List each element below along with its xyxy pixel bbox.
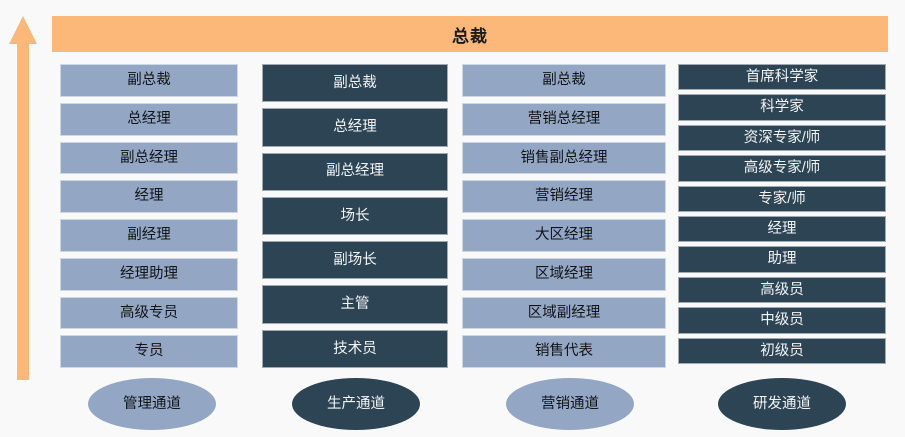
rank-label: 经理 bbox=[767, 220, 797, 237]
career-column-marketing: 副总裁营销总经理销售副总经理营销经理大区经理区域经理区域副经理销售代表 bbox=[462, 64, 666, 368]
rank-box[interactable]: 技术员 bbox=[262, 329, 448, 368]
career-column-research: 首席科学家科学家资深专家/师高级专家/师专家/师经理助理高级员中级员初级员 bbox=[678, 64, 886, 368]
rank-label: 总经理 bbox=[333, 119, 377, 136]
rank-label: 高级员 bbox=[760, 281, 804, 298]
rank-label: 营销经理 bbox=[535, 188, 593, 205]
channel-ellipse-marketing: 营销通道 bbox=[506, 378, 634, 430]
rank-box[interactable]: 高级专员 bbox=[60, 296, 238, 330]
rank-box[interactable]: 总经理 bbox=[262, 108, 448, 147]
rank-box[interactable]: 副经理 bbox=[60, 219, 238, 252]
rank-label: 科学家 bbox=[760, 99, 804, 116]
rank-box[interactable]: 专员 bbox=[60, 335, 238, 368]
rank-label: 副总裁 bbox=[542, 72, 586, 89]
rank-box[interactable]: 区域经理 bbox=[462, 257, 666, 291]
channel-ellipse-research: 研发通道 bbox=[718, 378, 846, 430]
rank-box[interactable]: 副总裁 bbox=[462, 64, 666, 97]
rank-label: 副总经理 bbox=[120, 149, 178, 166]
rank-label: 首席科学家 bbox=[745, 68, 819, 85]
rank-box[interactable]: 副总裁 bbox=[262, 64, 448, 103]
channel-ellipse-management: 管理通道 bbox=[88, 378, 216, 430]
channel-label: 管理通道 bbox=[123, 395, 181, 412]
rank-box[interactable]: 高级员 bbox=[678, 276, 886, 304]
rank-box[interactable]: 销售代表 bbox=[462, 335, 666, 368]
rank-label: 高级专家/师 bbox=[743, 160, 821, 177]
rank-label: 副总经理 bbox=[326, 163, 384, 180]
rank-box[interactable]: 初级员 bbox=[678, 337, 886, 365]
rank-box[interactable]: 助理 bbox=[678, 246, 886, 273]
rank-box[interactable]: 副总裁 bbox=[60, 64, 238, 97]
rank-label: 销售副总经理 bbox=[520, 149, 608, 166]
channel-ellipse-production: 生产通道 bbox=[292, 378, 420, 430]
channel-label: 生产通道 bbox=[327, 395, 385, 412]
rank-label: 专家/师 bbox=[758, 190, 806, 207]
rank-box[interactable]: 区域副经理 bbox=[462, 296, 666, 330]
rank-label: 经理助理 bbox=[120, 265, 178, 282]
rank-label: 经理 bbox=[134, 188, 164, 205]
rank-label: 大区经理 bbox=[535, 227, 593, 244]
rank-box[interactable]: 总经理 bbox=[60, 102, 238, 136]
rank-label: 销售代表 bbox=[535, 343, 593, 360]
rank-box[interactable]: 首席科学家 bbox=[678, 64, 886, 91]
rank-box[interactable]: 专家/师 bbox=[678, 185, 886, 213]
rank-label: 主管 bbox=[340, 296, 370, 313]
career-column-management: 副总裁总经理副总经理经理副经理经理助理高级专员专员 bbox=[60, 64, 238, 368]
rank-label: 区域经理 bbox=[535, 265, 593, 282]
rank-box[interactable]: 大区经理 bbox=[462, 219, 666, 252]
rank-label: 助理 bbox=[767, 251, 797, 268]
rank-box[interactable]: 经理 bbox=[60, 180, 238, 213]
upward-growth-arrow-icon bbox=[8, 14, 38, 382]
top-rank-banner: 总裁 bbox=[52, 16, 888, 52]
rank-box[interactable]: 资深专家/师 bbox=[678, 124, 886, 152]
rank-label: 副场长 bbox=[333, 252, 377, 269]
career-column-production: 副总裁总经理副总经理场长副场长主管技术员 bbox=[262, 64, 448, 368]
rank-box[interactable]: 经理 bbox=[678, 216, 886, 243]
rank-box[interactable]: 副总经理 bbox=[60, 141, 238, 175]
rank-label: 中级员 bbox=[760, 312, 804, 329]
rank-label: 总经理 bbox=[127, 110, 171, 127]
rank-label: 技术员 bbox=[333, 340, 377, 357]
rank-box[interactable]: 主管 bbox=[262, 285, 448, 324]
rank-box[interactable]: 经理助理 bbox=[60, 257, 238, 291]
rank-label: 初级员 bbox=[760, 342, 804, 359]
rank-label: 高级专员 bbox=[120, 304, 178, 321]
rank-box[interactable]: 副场长 bbox=[262, 241, 448, 280]
rank-box[interactable]: 场长 bbox=[262, 196, 448, 236]
rank-box[interactable]: 高级专家/师 bbox=[678, 155, 886, 182]
channel-label: 营销通道 bbox=[541, 395, 599, 412]
rank-label: 营销总经理 bbox=[527, 110, 601, 127]
rank-box[interactable]: 销售副总经理 bbox=[462, 141, 666, 175]
channel-label: 研发通道 bbox=[753, 395, 811, 412]
rank-label: 场长 bbox=[340, 207, 370, 224]
rank-label: 副经理 bbox=[127, 227, 171, 244]
rank-label: 副总裁 bbox=[127, 72, 171, 89]
rank-box[interactable]: 科学家 bbox=[678, 94, 886, 121]
top-rank-label: 总裁 bbox=[452, 26, 488, 46]
rank-box[interactable]: 中级员 bbox=[678, 307, 886, 334]
rank-label: 副总裁 bbox=[333, 74, 377, 91]
rank-box[interactable]: 营销经理 bbox=[462, 180, 666, 213]
rank-label: 专员 bbox=[134, 343, 164, 360]
rank-label: 资深专家/师 bbox=[743, 129, 821, 146]
rank-label: 区域副经理 bbox=[527, 304, 601, 321]
rank-box[interactable]: 营销总经理 bbox=[462, 102, 666, 136]
rank-box[interactable]: 副总经理 bbox=[262, 152, 448, 191]
